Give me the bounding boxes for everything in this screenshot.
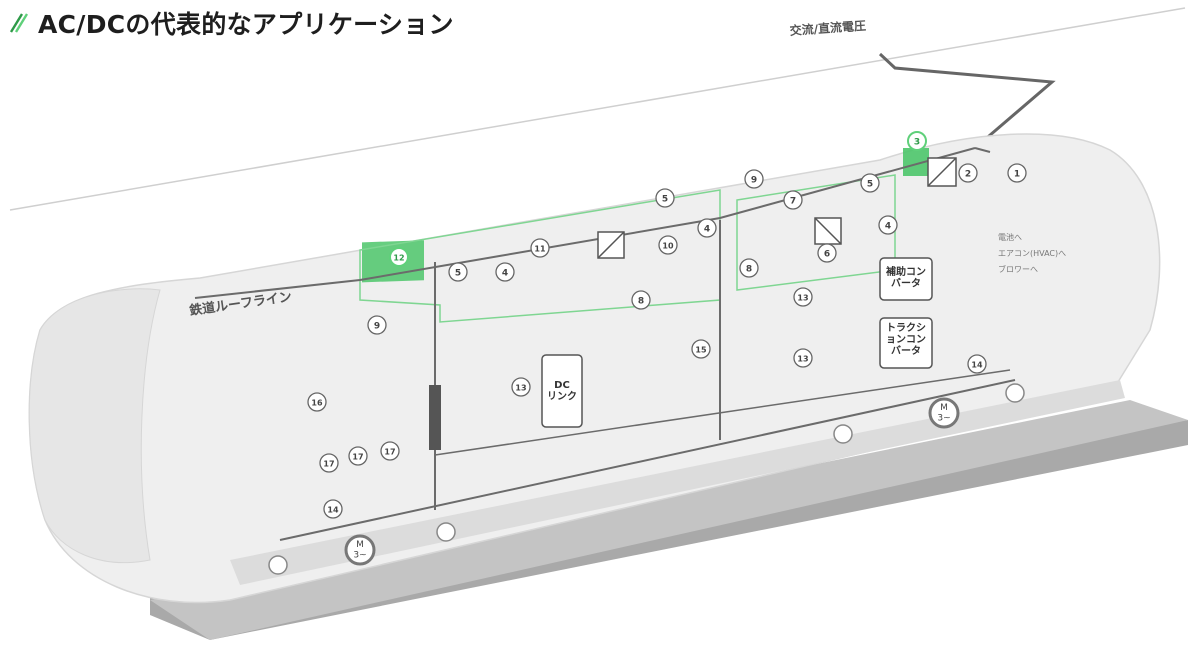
number-badge-label-3: 3	[914, 138, 920, 148]
number-badge-15	[691, 339, 711, 359]
converter-slash	[927, 157, 957, 187]
train-nose	[28, 288, 161, 564]
number-badge-label-8: 8	[746, 265, 752, 275]
number-badge-label-2: 2	[965, 170, 971, 180]
number-badge-label-4: 4	[704, 225, 710, 235]
number-badge-16	[307, 392, 327, 412]
green-frame-left	[359, 189, 721, 323]
number-badge-label-12: 12	[393, 254, 404, 263]
number-badge-label-1: 1	[1014, 170, 1020, 180]
number-badge-6	[817, 243, 837, 263]
number-badge-label-14: 14	[327, 506, 339, 515]
number-badge-label-13: 13	[515, 384, 526, 393]
number-badge-17	[380, 441, 400, 461]
number-badge-4	[697, 218, 717, 238]
number-badge-4	[495, 262, 515, 282]
page-title: AC/DCの代表的なアプリケーション	[8, 6, 454, 40]
number-badge-label-9: 9	[751, 176, 757, 186]
pantograph	[878, 52, 1056, 150]
number-badge-label-15: 15	[695, 346, 707, 355]
number-badge-label-10: 10	[662, 242, 674, 251]
number-badge-9	[744, 169, 764, 189]
number-badge-label-13: 13	[797, 294, 808, 303]
number-badge-label-17: 17	[384, 448, 395, 457]
to-blower-label: ブロワーへ	[998, 264, 1038, 274]
number-badge-17	[348, 446, 368, 466]
motor-icon	[928, 397, 960, 429]
ground-icon	[1005, 383, 1025, 403]
number-badge-13	[793, 348, 813, 368]
aux-converter-label: 補助コンバータ	[885, 265, 926, 290]
number-badge-9	[367, 315, 387, 335]
catenary-wire	[9, 7, 1186, 211]
rail-top	[150, 400, 1188, 640]
dc-bus	[434, 369, 1011, 456]
page-title-text: AC/DCの代表的なアプリケーション	[38, 10, 454, 39]
number-badge-5	[655, 188, 675, 208]
number-badge-14	[967, 354, 987, 374]
traction-converter-box	[879, 317, 933, 369]
number-badges: 1234445556788991011121313131414151617171…	[307, 131, 1027, 519]
number-badge-5	[448, 262, 468, 282]
aux-converter-box	[879, 257, 933, 301]
number-badge-10	[658, 235, 678, 255]
number-badge-1	[1007, 163, 1027, 183]
converter-slash	[597, 231, 625, 259]
converter-slash	[814, 217, 842, 245]
main-line-end	[974, 147, 991, 153]
number-badge-13	[511, 377, 531, 397]
ground-icon	[268, 555, 288, 575]
number-badge-13	[793, 287, 813, 307]
number-badge-label-11: 11	[534, 245, 546, 254]
number-badge-label-13: 13	[797, 355, 808, 364]
number-badge-label-5: 5	[455, 269, 461, 279]
number-badge-label-17: 17	[323, 460, 334, 469]
number-badge-3	[907, 131, 927, 151]
number-badge-12	[389, 247, 409, 267]
number-badge-7	[783, 190, 803, 210]
number-badge-label-16: 16	[311, 399, 323, 408]
number-badge-8	[739, 258, 759, 278]
number-badge-label-4: 4	[885, 222, 891, 232]
to-hvac-label: エアコン(HVAC)へ	[998, 249, 1066, 258]
number-badge-label-6: 6	[824, 250, 830, 260]
number-badge-2	[958, 163, 978, 183]
title-slash-icon	[9, 13, 28, 33]
number-badge-5	[860, 173, 880, 193]
number-badge-label-17: 17	[352, 453, 363, 462]
number-badge-label-14: 14	[971, 361, 983, 370]
to-battery-label: 電池へ	[998, 232, 1022, 242]
number-badge-8	[631, 290, 651, 310]
number-badge-14	[323, 499, 343, 519]
ground-icon	[436, 522, 456, 542]
number-badge-label-4: 4	[502, 269, 508, 279]
number-badge-label-5: 5	[867, 180, 873, 190]
number-badge-label-5: 5	[662, 195, 668, 205]
number-badge-label-7: 7	[790, 197, 796, 207]
number-badge-label-9: 9	[374, 322, 380, 332]
ground-bus	[279, 379, 1016, 541]
motor-icon	[344, 534, 376, 566]
dc-link-box	[541, 354, 583, 428]
number-badge-17	[319, 453, 339, 473]
catenary-label: 交流/直流電圧	[789, 18, 866, 38]
number-badge-11	[530, 238, 550, 258]
number-badge-4	[878, 215, 898, 235]
traction-converter-label: トラクションコンバータ	[886, 322, 926, 357]
number-badge-label-8: 8	[638, 297, 644, 307]
transformer-icon	[429, 385, 441, 450]
ground-icon	[833, 424, 853, 444]
